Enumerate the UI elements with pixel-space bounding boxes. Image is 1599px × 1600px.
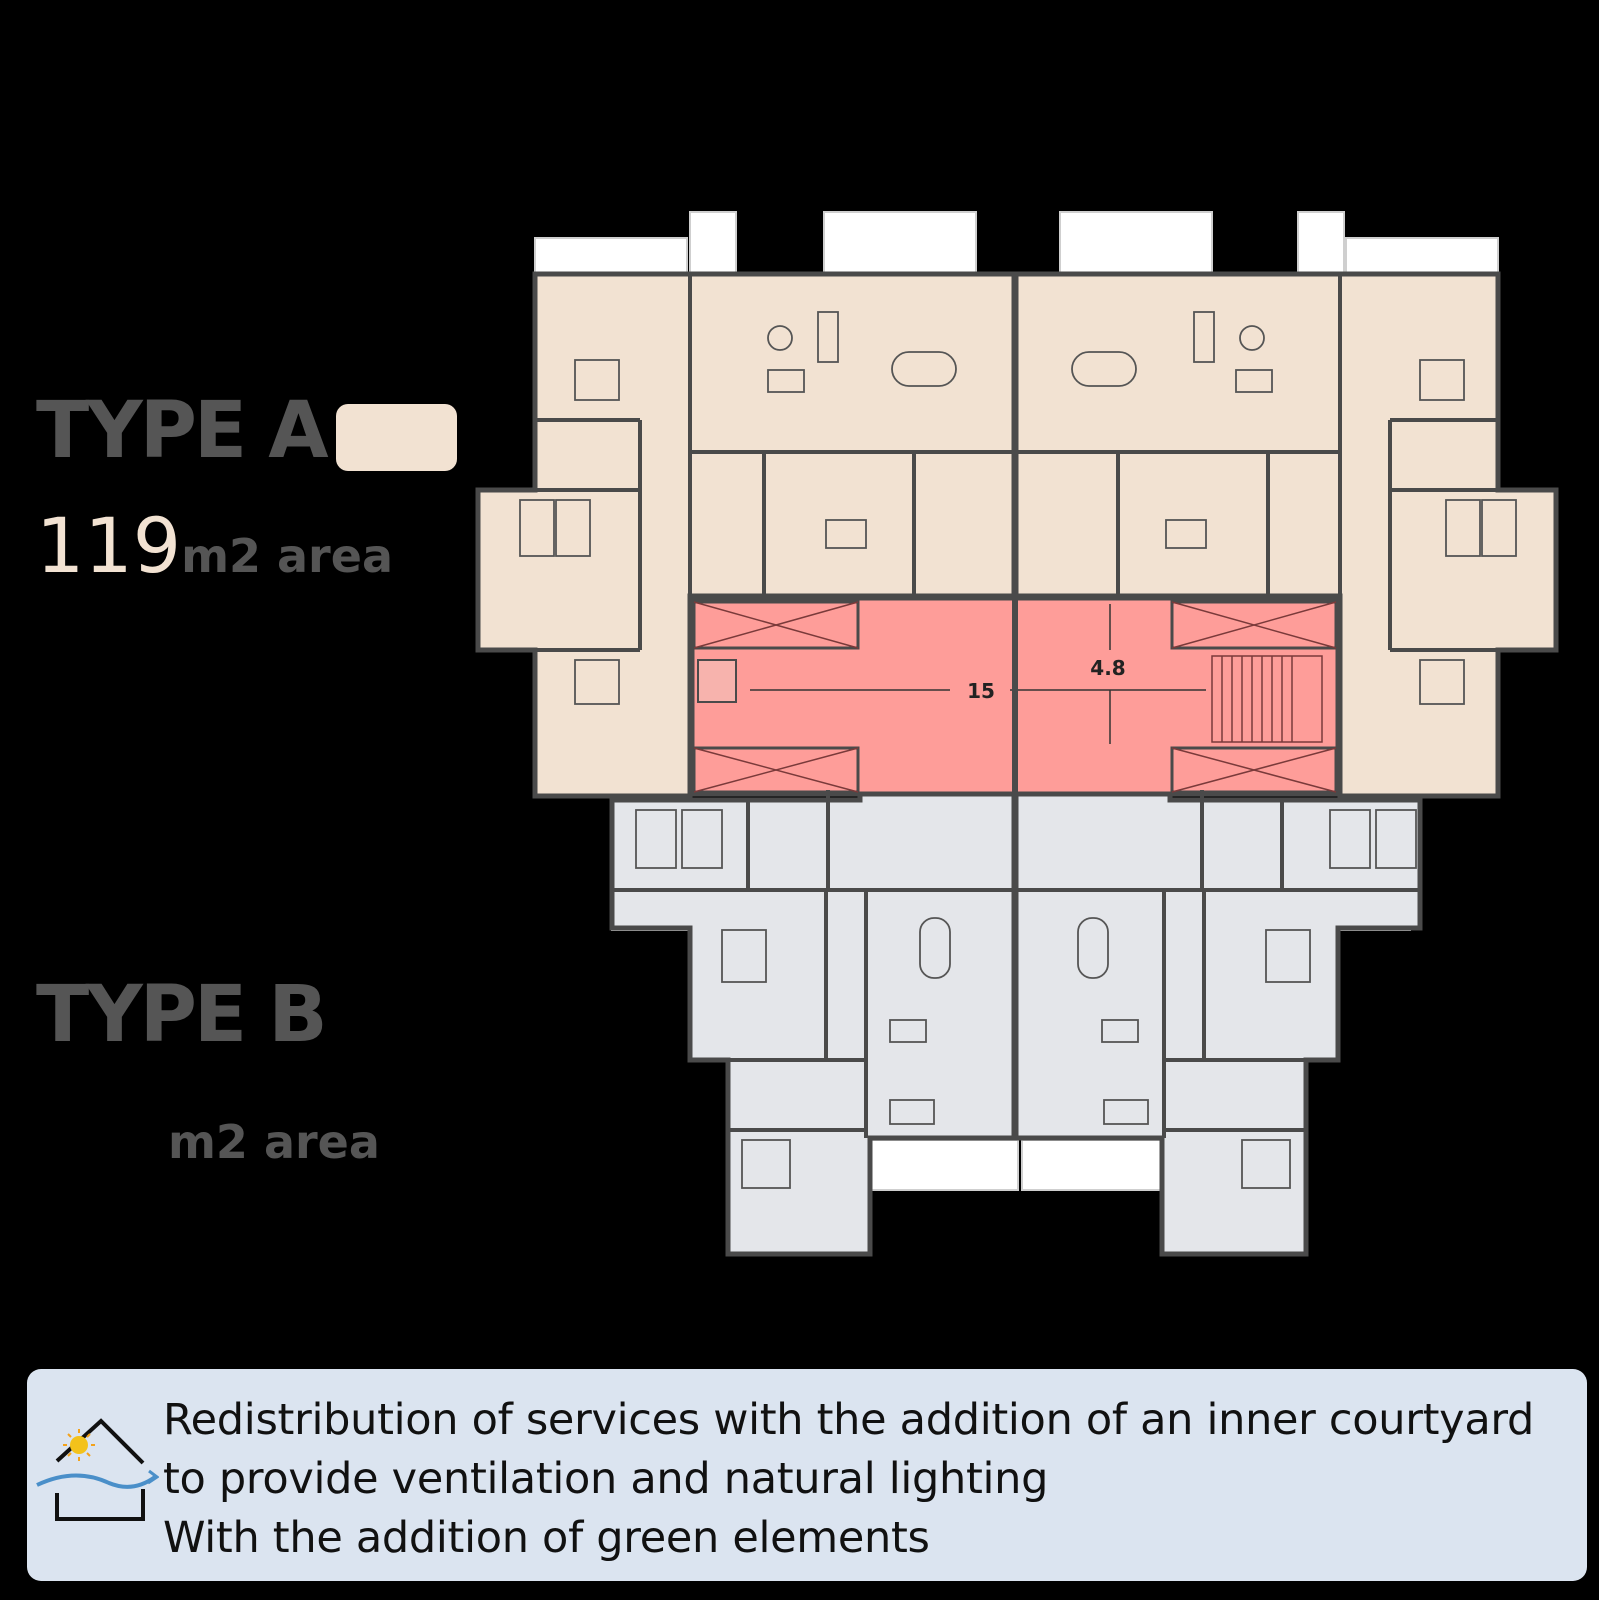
- balconies: [534, 211, 1499, 1191]
- type-b-title: TYPE B: [36, 970, 328, 1060]
- house-sun-airflow-icon: [36, 1418, 159, 1521]
- note-line-2: to provide ventilation and natural light…: [163, 1454, 1049, 1504]
- note-panel: Redistribution of services with the addi…: [27, 1369, 1587, 1581]
- furniture: [519, 311, 1517, 1189]
- type-a-area-value: 119: [36, 501, 182, 590]
- type-a-area-unit: m2 area: [181, 529, 393, 583]
- type-a-area: 119m2 area: [36, 508, 393, 584]
- note-line-1: Redistribution of services with the addi…: [163, 1395, 1534, 1445]
- dimension-width: 4.8: [1090, 656, 1125, 680]
- dimension-lines: [750, 604, 1206, 744]
- floor-plan: 15 4.8: [475, 211, 1559, 1257]
- type-a-title: TYPE A: [36, 386, 329, 476]
- type-b-area-unit: m2 area: [168, 1115, 380, 1169]
- dimension-length: 15: [967, 679, 995, 703]
- note-line-3: With the addition of green elements: [163, 1513, 930, 1563]
- type-a-swatch: [336, 404, 457, 471]
- type-b-area: m2 area: [168, 1094, 380, 1170]
- interior-walls: [478, 274, 1556, 1140]
- type-a-units: [475, 271, 1559, 799]
